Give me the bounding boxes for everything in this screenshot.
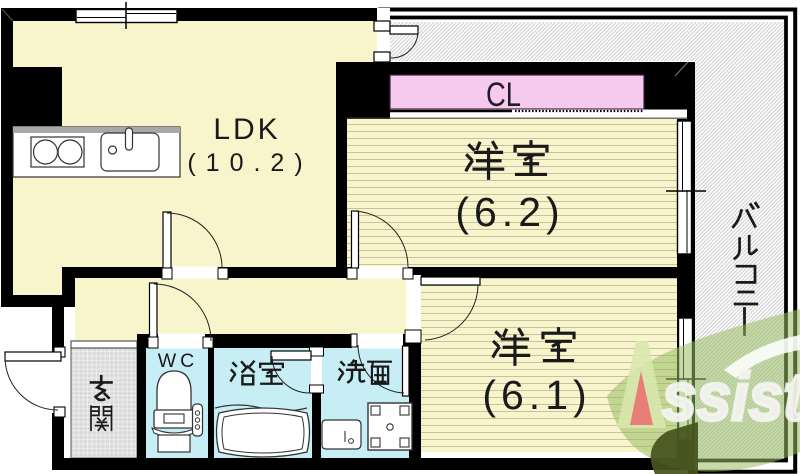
svg-text:ssist: ssist — [662, 359, 800, 435]
svg-text:(10.2): (10.2) — [187, 149, 312, 177]
svg-text:(6.1): (6.1) — [482, 372, 591, 418]
svg-text:CL: CL — [486, 76, 521, 114]
svg-text:WC: WC — [158, 350, 199, 372]
svg-text:LDK: LDK — [213, 113, 280, 146]
svg-text:(6.2): (6.2) — [455, 189, 564, 235]
